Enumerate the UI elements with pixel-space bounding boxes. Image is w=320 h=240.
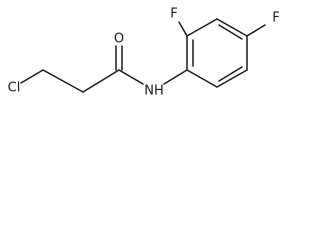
structure-diagram: Cl O NH F F bbox=[0, 0, 298, 108]
ring-inner-3 bbox=[218, 66, 243, 82]
bond-c1-c2 bbox=[42, 69, 84, 93]
ring-bond-6 bbox=[186, 69, 218, 88]
bond-c2-c3 bbox=[82, 69, 120, 93]
ring-inner-2 bbox=[218, 24, 243, 40]
bond-ring-f-para bbox=[246, 24, 266, 37]
bond-c3-n bbox=[118, 69, 144, 85]
fluorine-para-label: F bbox=[272, 11, 279, 26]
ring-bond-2 bbox=[186, 18, 218, 37]
fluorine-ortho-label: F bbox=[170, 7, 177, 22]
oxygen-label: O bbox=[114, 32, 124, 47]
ring-bond-3 bbox=[216, 18, 248, 37]
bond-n-ring bbox=[163, 69, 188, 85]
chlorine-label: Cl bbox=[8, 81, 21, 96]
ring-bond-5 bbox=[216, 69, 248, 88]
bond-ring-f-ortho bbox=[178, 21, 188, 37]
molecule-drawing: Cl O NH F F bbox=[8, 7, 280, 99]
bond-cl-c1 bbox=[20, 69, 44, 84]
nh-label: NH bbox=[144, 84, 164, 99]
